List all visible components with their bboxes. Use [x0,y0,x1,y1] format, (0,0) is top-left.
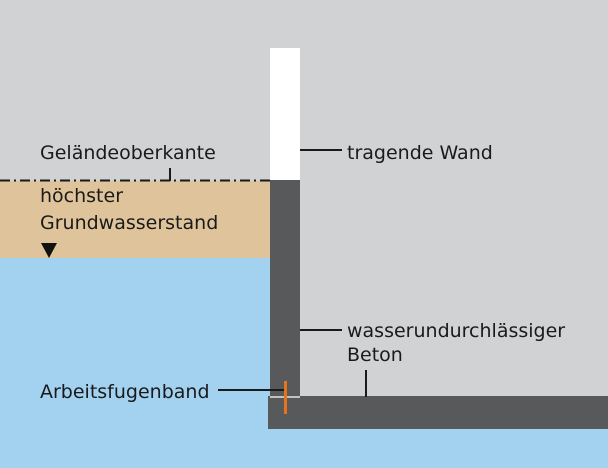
label-joint-tape: Arbeitsfugenband [40,381,210,403]
label-waterproof-concrete-line2: Beton [347,344,403,366]
label-groundwater-line2: Grundwasserstand [40,212,218,234]
concrete-wall [270,180,300,397]
groundwater-region [0,258,270,468]
label-groundwater-line1: höchster [40,185,123,207]
label-load-bearing-wall: tragende Wand [347,142,493,164]
groundwater-region-below [268,428,608,468]
wall-above-ground [270,48,300,181]
label-waterproof-concrete-line1: wasserundurchlässiger [347,320,565,342]
label-terrain-top: Geländeoberkante [40,142,216,164]
joint-tape [284,381,287,414]
triangle-down-icon [41,243,57,258]
concrete-floor-slab [268,396,608,429]
